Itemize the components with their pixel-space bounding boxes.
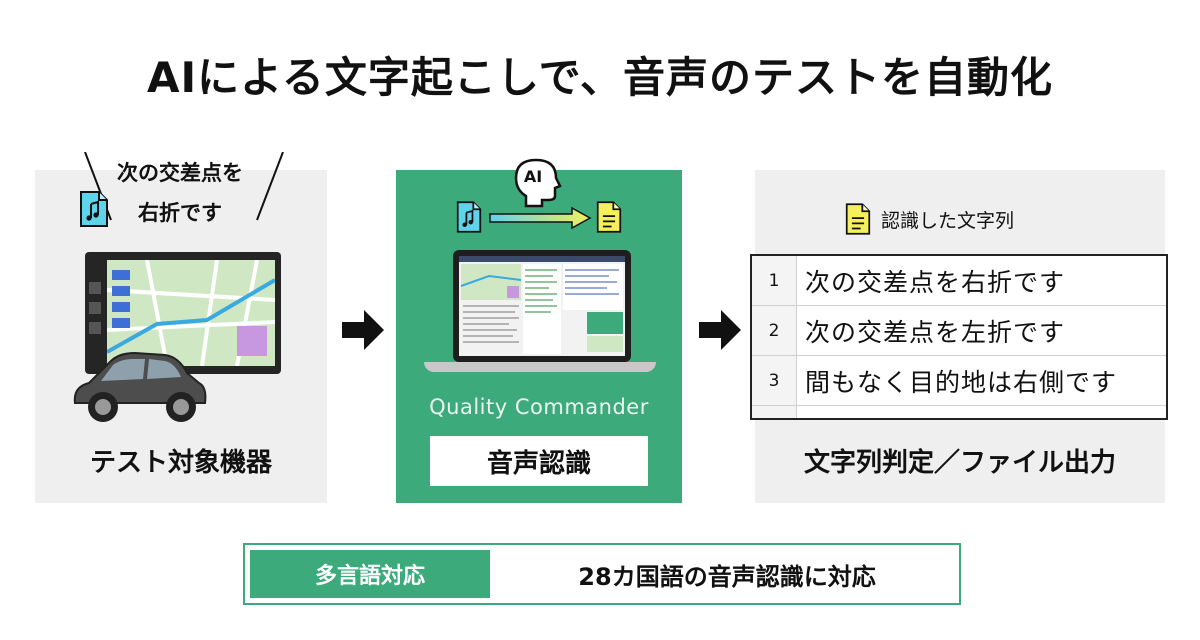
speech-line-1: 次の交差点を — [117, 161, 243, 185]
table-row: 3 間もなく目的地は右側です — [752, 356, 1166, 406]
multilanguage-bar: 多言語対応 28カ国語の音声認識に対応 — [243, 543, 961, 605]
row-number: 2 — [752, 306, 797, 355]
test-target-label: テスト対象機器 — [89, 448, 272, 478]
recognized-text-table: 1 次の交差点を右折です 2 次の交差点を左折です 3 間もなく目的地は右側です — [750, 254, 1168, 420]
device-button — [89, 282, 101, 294]
laptop-base — [424, 362, 656, 372]
row-number: 3 — [752, 356, 797, 405]
test-target-panel: 次の交差点を 右折です — [35, 152, 327, 503]
row-text: 次の交差点を左折です — [805, 317, 1066, 347]
table-row-empty — [752, 406, 1166, 418]
string-judgement-panel: 認識した文字列 1 次の交差点を右折です 2 次の交差点を左折です 3 間もなく… — [750, 170, 1168, 503]
music-file-icon — [456, 200, 482, 234]
document-icon — [596, 200, 622, 234]
navigation-map — [107, 260, 275, 366]
music-file-icon — [79, 190, 109, 228]
arrow-icon — [488, 206, 592, 230]
device-button — [89, 302, 101, 314]
device-button — [89, 322, 101, 334]
table-row: 1 次の交差点を右折です — [752, 256, 1166, 306]
row-number-empty — [752, 406, 797, 418]
brand-name: Quality Commander — [429, 395, 649, 419]
row-text: 間もなく目的地は右側です — [805, 367, 1118, 397]
ai-badge: AI — [523, 167, 543, 186]
laptop-icon — [453, 250, 631, 362]
speech-recognition-panel: AI — [396, 158, 682, 503]
head-ai-icon — [512, 156, 562, 208]
document-icon — [845, 202, 871, 236]
car-navigation-device — [85, 252, 281, 374]
speech-recognition-label: 音声認識 — [430, 436, 648, 486]
multilanguage-tag: 多言語対応 — [250, 550, 490, 598]
string-judgement-label: 文字列判定／ファイル出力 — [803, 448, 1116, 478]
recognized-text-title: 認識した文字列 — [881, 210, 1015, 232]
row-text: 次の交差点を右折です — [805, 267, 1066, 297]
page-title: AIによる文字起こしで、音声のテストを自動化 — [147, 53, 1053, 102]
arrow-right-icon — [697, 307, 743, 353]
laptop-app-screenshot — [459, 256, 625, 356]
row-number: 1 — [752, 256, 797, 305]
car-icon — [69, 347, 209, 427]
speech-line-2: 右折です — [138, 201, 222, 225]
multilanguage-text: 28カ国語の音声認識に対応 — [578, 562, 876, 591]
arrow-right-icon — [340, 307, 386, 353]
table-row: 2 次の交差点を左折です — [752, 306, 1166, 356]
